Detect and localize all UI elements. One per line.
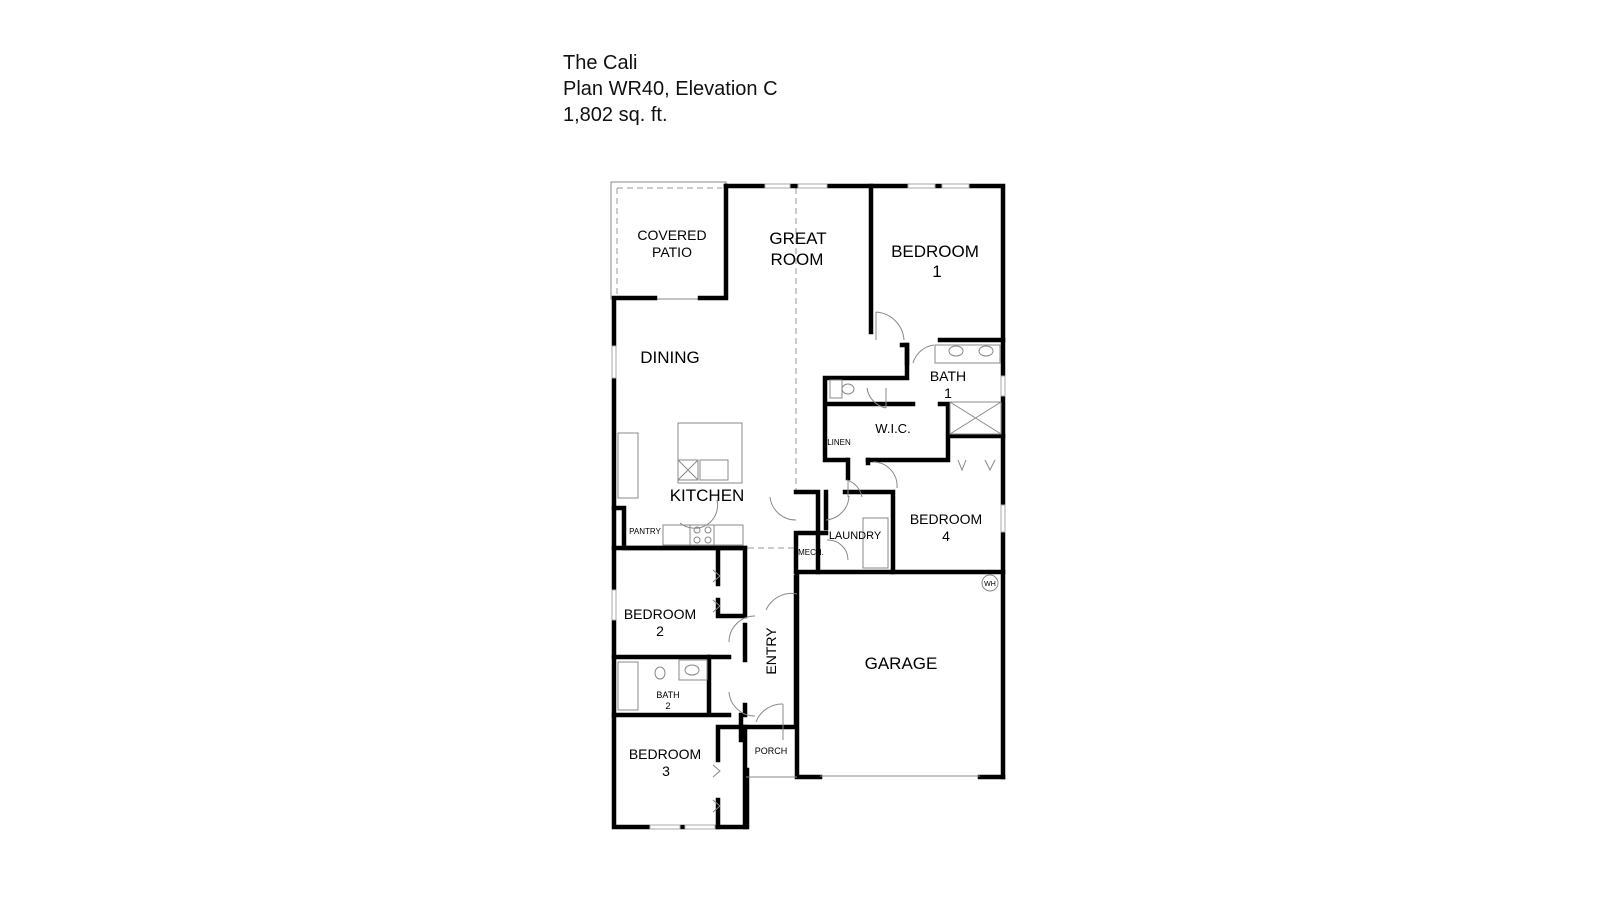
zone-divider [748, 188, 797, 549]
label-bedroom4-1: BEDROOM [910, 511, 982, 527]
label-bedroom2-1: BEDROOM [624, 606, 696, 622]
label-bath1-2: 1 [944, 385, 952, 401]
label-bath1-1: BATH [930, 368, 966, 384]
walls [611, 183, 1006, 830]
label-dining: DINING [640, 348, 700, 367]
label-laundry: LAUNDRY [829, 530, 882, 542]
plan-title-block: The Cali Plan WR40, Elevation C 1,802 sq… [563, 50, 778, 128]
label-garage: GARAGE [865, 654, 938, 673]
label-bedroom4-2: 4 [942, 528, 950, 544]
label-bedroom2-2: 2 [656, 623, 664, 639]
label-bath2-1: BATH [656, 690, 679, 700]
label-bedroom1-2: 1 [932, 262, 941, 281]
label-bedroom3-2: 3 [662, 763, 670, 779]
plan-elevation: Plan WR40, Elevation C [563, 78, 778, 100]
label-entry: ENTRY [763, 627, 779, 675]
label-bedroom1-1: BEDROOM [891, 242, 979, 261]
label-covered-patio-1: COVERED [637, 227, 706, 243]
label-pantry: PANTRY [629, 527, 661, 536]
plan-area: 1,802 sq. ft. [563, 104, 668, 126]
label-water-heater: WH [984, 581, 996, 588]
label-kitchen: KITCHEN [670, 486, 745, 505]
label-porch: PORCH [755, 746, 788, 756]
label-great-room-2: ROOM [771, 250, 824, 269]
label-covered-patio-2: PATIO [652, 244, 692, 260]
label-linen: LINEN [827, 438, 851, 447]
label-wic: W.I.C. [875, 421, 910, 436]
room-labels: COVERED PATIO GREAT ROOM BEDROOM 1 DININ… [624, 227, 996, 779]
doors [679, 311, 996, 813]
fixtures [617, 344, 1002, 711]
label-great-room-1: GREAT [769, 229, 826, 248]
label-bedroom3-1: BEDROOM [629, 746, 701, 762]
label-bath2-2: 2 [665, 701, 670, 711]
plan-name: The Cali [563, 52, 638, 74]
label-mech: MECH. [798, 548, 824, 557]
